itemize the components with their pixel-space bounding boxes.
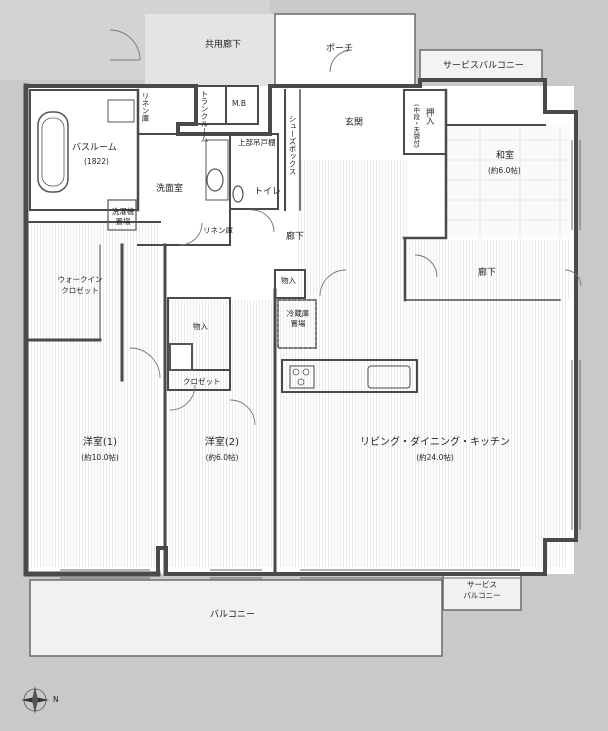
label-yoshitsu2-size: (約6.0帖) bbox=[205, 453, 239, 462]
label-washroom: 洗面室 bbox=[156, 184, 184, 194]
washing-machine-space bbox=[107, 199, 137, 231]
bathtub bbox=[37, 111, 69, 193]
label-linen-bottom: リネン庫 bbox=[203, 226, 233, 235]
windows bbox=[60, 140, 581, 579]
label-bathroom: バスルーム bbox=[72, 143, 117, 153]
label-closet: クロゼット bbox=[183, 377, 221, 386]
yoshitsu1-floor bbox=[28, 222, 158, 567]
label-common-corridor: 共用廊下 bbox=[205, 40, 242, 50]
label-storage-bedroom2: 物入 bbox=[193, 322, 208, 331]
appliance-box bbox=[169, 343, 193, 371]
label-ldk-size: (約24.0帖) bbox=[416, 453, 454, 462]
label-walkin-2: クロゼット bbox=[61, 286, 99, 295]
fixtures bbox=[37, 99, 310, 386]
doors bbox=[109, 29, 582, 426]
label-storage-kitchen: 物入 bbox=[281, 276, 296, 285]
label-fridge: 冷蔵庫 bbox=[286, 309, 310, 318]
yoshitsu2-floor bbox=[165, 300, 275, 567]
label-washitsu-size: (約6.0帖) bbox=[488, 166, 521, 175]
label-corridor-right: 廊下 bbox=[478, 268, 497, 278]
corridor-center-floor bbox=[298, 160, 408, 300]
label-oshiire-note: (中段・天袋付) bbox=[411, 104, 420, 149]
label-upper-cabinet: 上部吊戸棚 bbox=[238, 138, 276, 147]
label-shoe-box: シューズボックス bbox=[288, 115, 297, 175]
label-washing-machine: 洗濯機 bbox=[111, 207, 135, 216]
label-yoshitsu1: 洋室(1) bbox=[82, 437, 118, 448]
label-service-balcony-bottom: サービス bbox=[467, 580, 497, 589]
label-porch: ポーチ bbox=[326, 44, 354, 54]
label-corridor-center: 廊下 bbox=[286, 232, 305, 242]
washitsu-floor bbox=[447, 125, 569, 237]
label-yoshitsu2: 洋室(2) bbox=[204, 437, 240, 448]
label-washitsu: 和室 bbox=[496, 151, 515, 161]
walls bbox=[23, 78, 578, 577]
toilet-bowl bbox=[232, 185, 244, 203]
label-toilet: トイレ bbox=[254, 187, 282, 197]
corridor-right-floor bbox=[405, 240, 570, 300]
label-service-balcony-bottom-2: バルコニー bbox=[463, 591, 501, 600]
label-balcony: バルコニー bbox=[210, 610, 255, 620]
label-linen-top: リネン庫 bbox=[141, 92, 150, 122]
label-compass-north: N bbox=[53, 695, 59, 704]
label-bathroom-size: (1822) bbox=[84, 157, 109, 166]
label-ldk: リビング・ダイニング・キッチン bbox=[360, 437, 510, 448]
label-yoshitsu1-size: (約10.0帖) bbox=[81, 453, 119, 462]
compass-icon bbox=[21, 686, 49, 714]
label-entrance: 玄関 bbox=[345, 118, 364, 128]
sink bbox=[206, 168, 224, 192]
label-fridge-2: 置場 bbox=[290, 319, 306, 328]
floor-area bbox=[26, 86, 574, 574]
label-washing-machine-2: 置場 bbox=[115, 217, 131, 226]
label-walkin: ウォークイン bbox=[57, 275, 103, 284]
label-service-balcony-top: サービスバルコニー bbox=[443, 61, 524, 71]
label-mb: M.B bbox=[232, 99, 247, 108]
label-oshiire: 押入 bbox=[424, 108, 435, 125]
ldk-floor bbox=[278, 300, 568, 567]
label-trunk-room: トランクルーム bbox=[200, 90, 209, 143]
